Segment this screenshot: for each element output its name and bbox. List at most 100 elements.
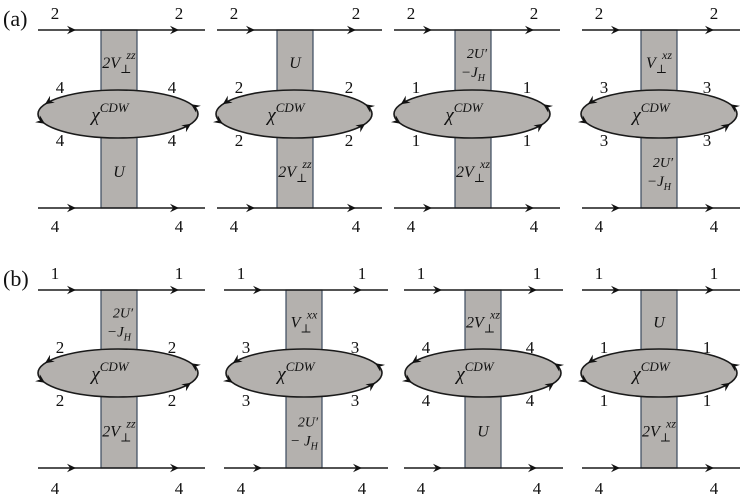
bubble-upper-right-index: 4	[168, 78, 177, 97]
bubble-upper-right-index: 4	[526, 338, 535, 357]
bubble-upper-right-arrow	[554, 363, 565, 372]
cdw-susceptibility-bubble	[215, 89, 373, 139]
bottom-right-arrow	[170, 203, 179, 213]
bottom-right-index: 4	[352, 217, 361, 236]
top-right-index: 2	[710, 4, 719, 23]
bubble-lower-left-index: 3	[242, 391, 251, 410]
bubble-lower-right-index: 1	[523, 131, 532, 150]
top-left-index: 2	[595, 4, 604, 23]
chi-cdw-label: χCDW	[630, 359, 670, 385]
bubble-lower-right-arrow	[720, 123, 731, 133]
bubble-upper-left-arrow	[232, 354, 243, 364]
top-right-index: 2	[175, 4, 184, 23]
bottom-right-index: 4	[533, 479, 542, 498]
upper-vertex-label: V⊥xz	[646, 48, 672, 76]
bubble-upper-left-arrow	[222, 95, 233, 105]
cdw-susceptibility-bubble	[404, 348, 562, 398]
bottom-right-index: 4	[710, 217, 719, 236]
upper-vertex-label-line2: −JH	[461, 65, 486, 84]
lower-vertex-label: 2V⊥xz	[456, 157, 490, 185]
bottom-right-index: 4	[175, 217, 184, 236]
bottom-right-arrow	[528, 463, 537, 473]
upper-vertex-label-line2: −JH	[107, 325, 132, 344]
top-left-arrow	[253, 285, 262, 295]
bottom-left-index: 4	[417, 479, 426, 498]
bubble-lower-right-arrow	[533, 123, 544, 133]
top-left-index: 1	[237, 264, 246, 283]
bottom-left-index: 4	[51, 479, 60, 498]
upper-vertex-label: V⊥xx	[291, 308, 318, 336]
bubble-lower-right-arrow	[355, 123, 366, 133]
top-right-index: 2	[352, 4, 361, 23]
bottom-right-arrow	[353, 463, 362, 473]
bubble-lower-right-index: 3	[703, 131, 712, 150]
bubble-upper-left-arrow	[44, 354, 55, 364]
chi-cdw-label: χCDW	[443, 100, 483, 126]
bubble-upper-left-arrow	[587, 354, 598, 364]
bottom-left-arrow	[423, 203, 432, 213]
bubble-lower-left-index: 4	[422, 391, 431, 410]
bubble-upper-left-arrow	[400, 95, 411, 105]
top-right-arrow	[525, 25, 534, 35]
bottom-right-arrow	[347, 203, 356, 213]
top-left-arrow	[433, 285, 442, 295]
chi-cdw-label: χCDW	[89, 100, 129, 126]
lower-vertex-label-line2: − JH	[290, 434, 319, 453]
bubble-upper-left-index: 3	[600, 78, 609, 97]
bubble-lower-left-arrow	[35, 115, 45, 124]
cdw-susceptibility-bubble	[37, 89, 199, 139]
bubble-upper-left-index: 4	[422, 338, 431, 357]
top-right-index: 1	[710, 264, 719, 283]
top-right-arrow	[705, 285, 714, 295]
bottom-left-index: 4	[595, 479, 604, 498]
chi-cdw-label: χCDW	[275, 359, 315, 385]
bubble-lower-right-arrow	[181, 123, 192, 133]
bubble-lower-right-index: 4	[526, 391, 535, 410]
top-left-arrow	[67, 285, 76, 295]
bubble-upper-right-index: 3	[703, 78, 712, 97]
bubble-upper-right-index: 1	[703, 338, 712, 357]
bottom-right-index: 4	[530, 217, 539, 236]
bubble-lower-left-index: 2	[56, 391, 65, 410]
top-left-index: 1	[595, 264, 604, 283]
bubble-upper-right-index: 3	[351, 338, 360, 357]
bottom-right-arrow	[705, 203, 714, 213]
lower-vertex-label-line2: −JH	[647, 174, 672, 193]
cdw-susceptibility-bubble	[580, 348, 738, 398]
bubble-lower-right-index: 2	[168, 391, 177, 410]
bubble-upper-left-arrow	[44, 95, 55, 105]
top-left-arrow	[423, 25, 432, 35]
top-right-index: 2	[530, 4, 539, 23]
upper-vertex-label: 2V⊥xz	[466, 308, 500, 336]
bubble-upper-right-arrow	[375, 363, 386, 372]
top-left-index: 2	[51, 4, 60, 23]
bottom-left-index: 4	[595, 217, 604, 236]
bubble-upper-left-arrow	[587, 95, 598, 105]
top-right-index: 1	[358, 264, 367, 283]
lower-vertex-label: 2V⊥zz	[278, 157, 312, 185]
bubble-upper-right-arrow	[730, 363, 741, 372]
panel-label: (b)	[3, 266, 29, 291]
bubble-lower-left-arrow	[222, 374, 233, 383]
top-left-arrow	[611, 285, 620, 295]
top-left-index: 1	[51, 264, 60, 283]
bubble-upper-right-index: 1	[523, 78, 532, 97]
lower-vertex-label: 2V⊥zz	[102, 417, 136, 445]
bubble-lower-left-arrow	[577, 115, 588, 124]
top-right-arrow	[347, 25, 356, 35]
bubble-lower-right-arrow	[544, 382, 555, 392]
bubble-lower-right-arrow	[181, 382, 192, 392]
bubble-upper-right-index: 2	[345, 78, 354, 97]
lower-vertex-label: U	[477, 424, 490, 441]
bubble-upper-left-index: 4	[56, 78, 65, 97]
bottom-right-index: 4	[175, 479, 184, 498]
bubble-lower-left-arrow	[401, 374, 412, 383]
bottom-right-index: 4	[710, 479, 719, 498]
